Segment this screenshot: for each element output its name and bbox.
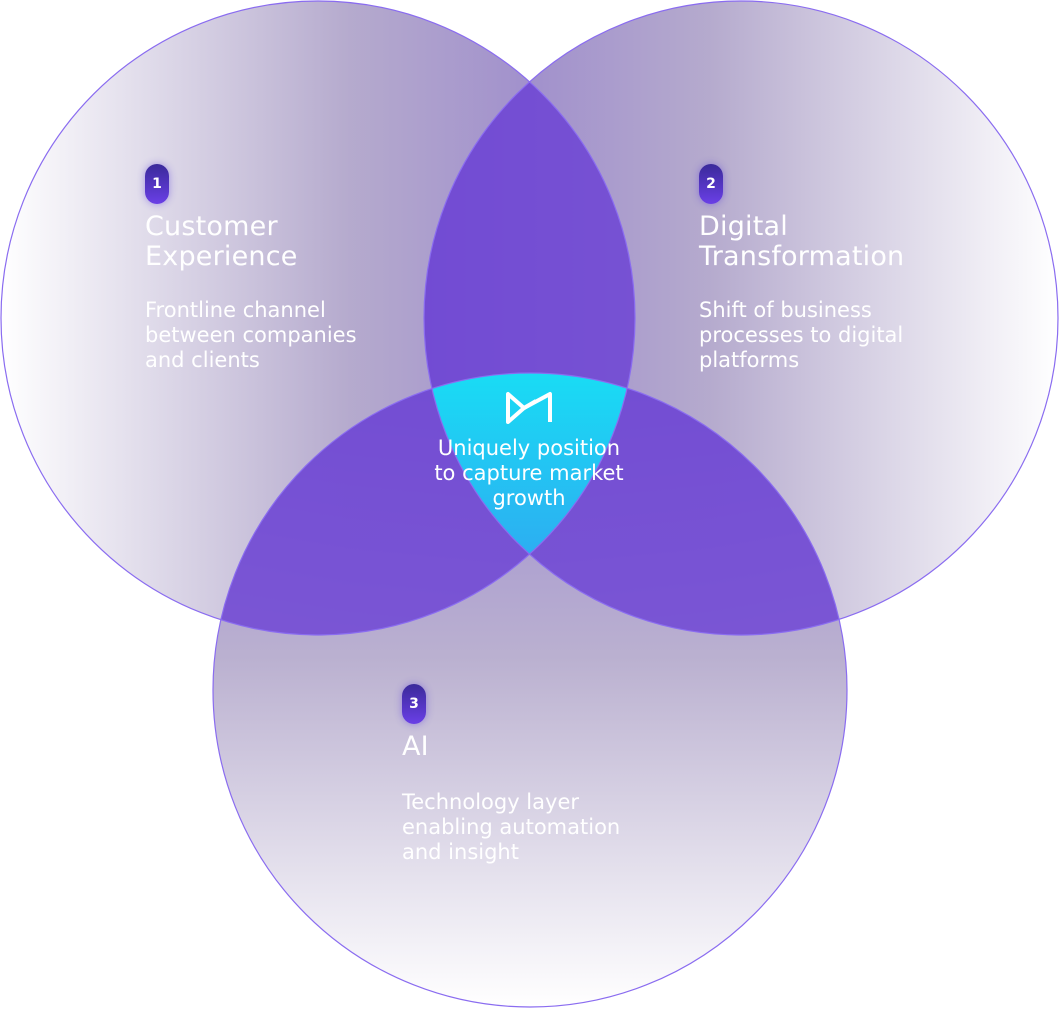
customer-experience-block: 1 Customer Experience Frontline channel … — [145, 164, 357, 373]
customer-experience-description: Frontline channel between companies and … — [145, 298, 357, 372]
overlap-left — [213, 373, 635, 635]
center-statement: Uniquely position to capture market grow… — [434, 436, 624, 510]
digital-transformation-block: 2 Digital Transformation Shift of busine… — [699, 164, 904, 373]
outline-ai — [212, 372, 848, 1008]
number-badge: 1 — [145, 164, 169, 204]
ai-block: 3 AI Technology layer enabling automatio… — [402, 684, 620, 865]
number-badge: 2 — [699, 164, 723, 204]
overlap-right — [424, 373, 847, 635]
digital-transformation-title: Digital Transformation — [699, 211, 905, 272]
digital-transformation-description: Shift of business processes to digital p… — [699, 298, 904, 372]
outline-customer-experience — [0, 0, 636, 636]
ai-description: Technology layer enabling automation and… — [402, 790, 621, 864]
ai-title: AI — [402, 731, 429, 762]
outline-digital-transformation — [423, 0, 1059, 636]
customer-experience-title: Customer Experience — [145, 211, 298, 272]
number-badge: 3 — [402, 684, 426, 724]
m-logo-icon — [506, 392, 552, 424]
